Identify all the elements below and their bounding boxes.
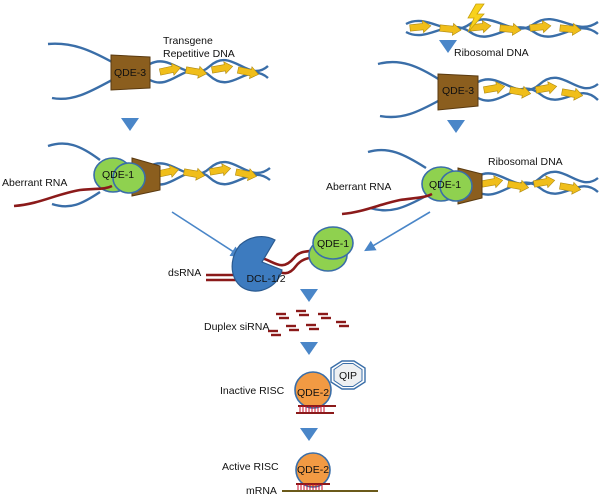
duplex-sirna-label: Duplex siRNA	[204, 321, 269, 333]
qde2-label-active: QDE-2	[297, 464, 329, 476]
qde1-transgene-complex: QDE-1	[13, 142, 271, 208]
qde3-label: QDE-3	[114, 67, 146, 79]
flow-arrow-center-3	[300, 428, 318, 441]
flow-arrow-right-1	[447, 120, 465, 133]
qde1-label-center: QDE-1	[317, 238, 349, 250]
dcl-label: DCL-1/2	[246, 273, 285, 285]
lightning-bolt-icon	[467, 3, 485, 33]
active-risc-label: Active RISC	[222, 461, 279, 473]
flow-arrow-center-2	[300, 342, 318, 355]
ribosomal-dna-label-mid: Ribosomal DNA	[488, 156, 563, 168]
aberrant-rna-label-left: Aberrant RNA	[2, 177, 67, 189]
qde2-label-inactive: QDE-2	[297, 387, 329, 399]
transgene-label: Transgene	[163, 35, 213, 47]
qde1-at-dcl: QDE-1	[308, 226, 354, 272]
flow-arrow-left-diagonal	[171, 211, 242, 258]
aberrant-rna-strand-left	[13, 184, 113, 208]
flow-arrow-right-diagonal	[364, 211, 431, 252]
dcl-dsrna-complex: DCL-1/2 QDE-1	[206, 226, 354, 292]
qip-protein: QIP	[330, 360, 366, 390]
qde1-label-right: QDE-1	[429, 179, 461, 191]
qde3-protein-left: QDE-3	[110, 54, 151, 91]
active-risc-complex: QDE-2	[282, 452, 378, 492]
flow-arrow-center-1	[300, 289, 318, 302]
qde1-label-left: QDE-1	[102, 169, 134, 181]
flow-arrow-left-1	[121, 118, 139, 131]
inactive-risc-label: Inactive RISC	[220, 385, 285, 397]
ribosomal-dna-label-top: Ribosomal DNA	[454, 47, 529, 59]
mrna-label: mRNA	[246, 485, 277, 497]
ribosomal-dna-top	[405, 3, 599, 38]
ribosomal-dna-qde3-locus: QDE-3	[377, 60, 599, 119]
qde3-label-right: QDE-3	[442, 85, 474, 97]
dsrna-label: dsRNA	[168, 267, 201, 279]
duplex-sirna-fragments	[268, 309, 349, 337]
inactive-risc-complex: QIP QDE-2	[294, 360, 366, 414]
transgene-dna-locus: QDE-3	[47, 42, 269, 101]
aberrant-rna-label-right: Aberrant RNA	[326, 181, 391, 193]
aberrant-rna-strand-right	[341, 192, 433, 216]
qde1-ribosomal-complex: QDE-1	[341, 148, 599, 216]
repetitive-dna-label: Repetitive DNA	[163, 48, 235, 60]
qip-label: QIP	[339, 370, 357, 382]
